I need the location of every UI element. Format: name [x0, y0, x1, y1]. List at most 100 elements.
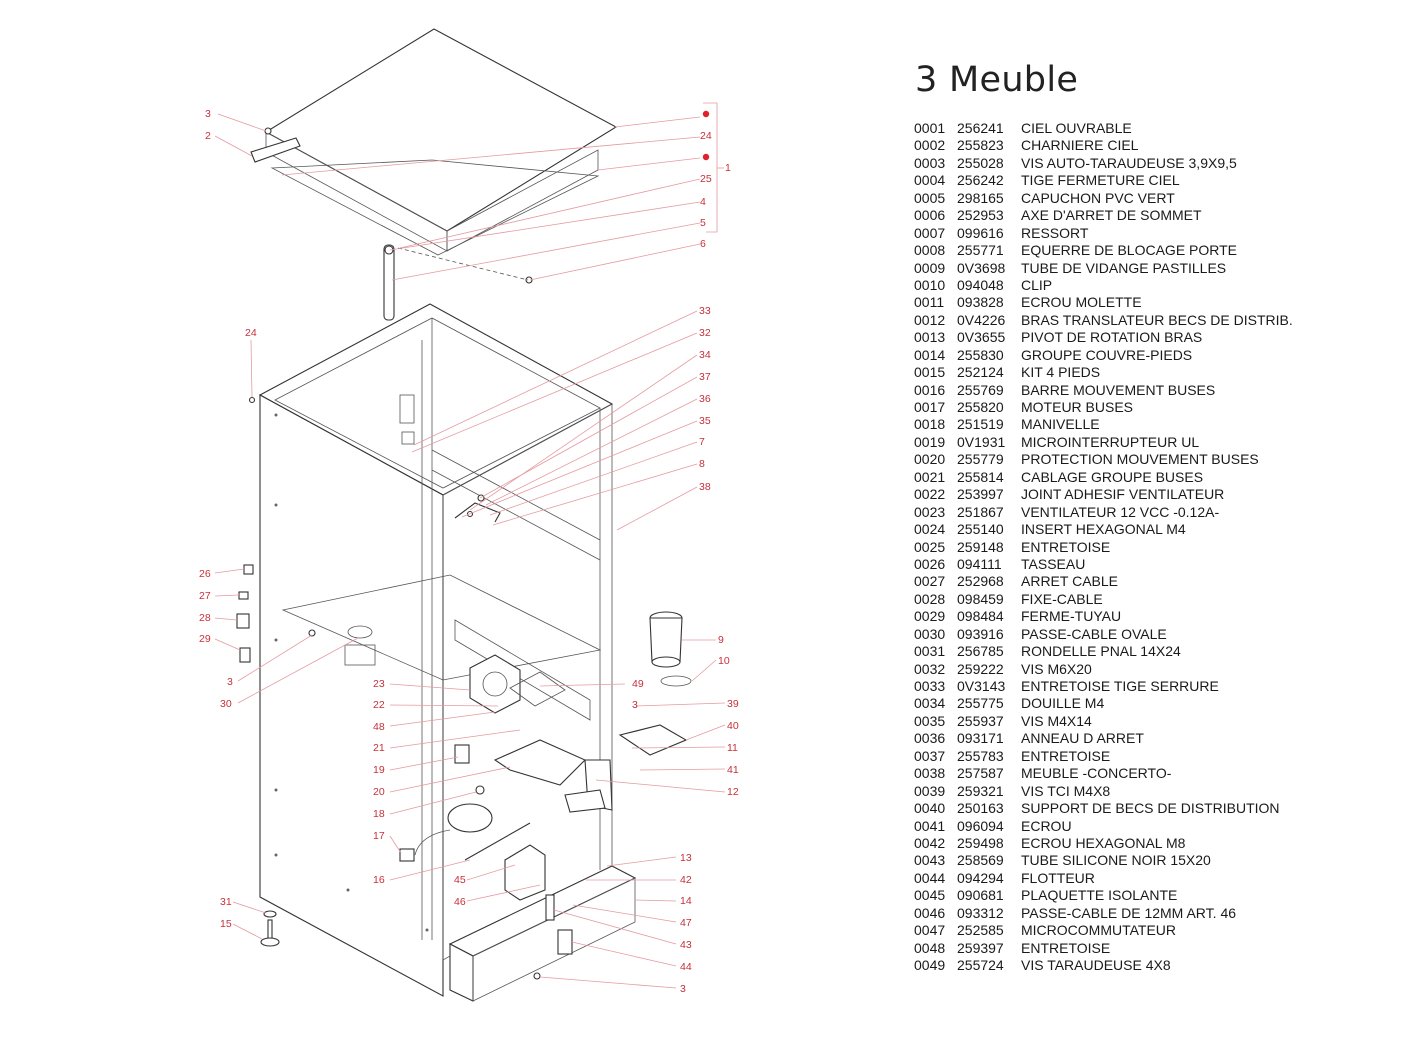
part-description: PIVOT DE ROTATION BRAS	[1021, 329, 1203, 346]
part-description: CABLAGE GROUPE BUSES	[1021, 468, 1204, 485]
part-number: 0026	[914, 555, 946, 572]
side-clips	[236, 564, 316, 663]
callout-27: 27	[199, 590, 211, 602]
callout-40: 40	[727, 720, 739, 732]
part-number: 0022	[914, 486, 946, 503]
part-row: 0026 094111 TASSEAU	[914, 556, 1394, 573]
callout-36: 36	[699, 393, 711, 405]
part-reference: 253997	[957, 486, 1004, 503]
callout-8: 8	[699, 458, 705, 470]
part-description: TUBE SILICONE NOIR 15X20	[1021, 852, 1211, 869]
part-description: VIS M4X14	[1021, 712, 1092, 729]
callout-13: 13	[680, 852, 692, 864]
callout-3: 3	[632, 699, 638, 711]
part-description: GROUPE COUVRE-PIEDS	[1021, 346, 1193, 363]
exploded-view-diagram: 3 2 24 25 4 5 6 1 24 33 32 34 37 36 35 7…	[199, 28, 739, 1002]
part-reference: 099616	[957, 224, 1004, 241]
part-description: TIGE FERMETURE CIEL	[1021, 172, 1180, 189]
part-number: 0044	[914, 869, 946, 886]
callout-30: 30	[220, 698, 232, 710]
part-description: BRAS TRANSLATEUR BECS DE DISTRIB.	[1021, 311, 1293, 328]
part-description: TASSEAU	[1021, 555, 1086, 572]
part-number: 0040	[914, 800, 946, 817]
callout-18: 18	[373, 808, 385, 820]
part-reference: 259148	[957, 538, 1004, 555]
part-number: 0031	[914, 643, 946, 660]
cabinet-body	[258, 303, 614, 997]
callout-19: 19	[373, 764, 385, 776]
callout-28: 28	[199, 612, 211, 624]
lid-top-panel	[264, 28, 618, 256]
part-reference: 0V4226	[957, 311, 1006, 328]
part-number: 0038	[914, 765, 946, 782]
part-description: PROTECTION MOUVEMENT BUSES	[1021, 451, 1259, 468]
part-number: 0035	[914, 712, 946, 729]
part-number: 0048	[914, 939, 946, 956]
part-description: VIS TARAUDEUSE 4X8	[1021, 957, 1171, 973]
part-number: 0045	[914, 887, 946, 904]
part-description: KIT 4 PIEDS	[1021, 364, 1101, 381]
callout-7: 7	[699, 436, 705, 448]
callout-34: 34	[699, 349, 711, 361]
part-description: FIXE-CABLE	[1021, 590, 1103, 607]
part-number: 0009	[914, 259, 946, 276]
part-description: BARRE MOUVEMENT BUSES	[1021, 381, 1216, 398]
part-number: 0029	[914, 608, 946, 625]
callout-20: 20	[373, 786, 385, 798]
part-reference: 255775	[957, 695, 1004, 712]
part-description: ECROU HEXAGONAL M8	[1021, 834, 1186, 851]
part-number: 0033	[914, 678, 946, 694]
callout-9: 9	[718, 634, 724, 646]
callout-38: 38	[699, 481, 711, 493]
part-description: PASSE-CABLE OVALE	[1021, 625, 1167, 642]
callout-32: 32	[699, 327, 711, 339]
part-reference: 093916	[957, 625, 1004, 642]
part-reference: 255937	[957, 712, 1004, 729]
part-description: FERME-TUYAU	[1021, 608, 1122, 625]
part-reference: 259397	[957, 939, 1004, 956]
part-reference: 094111	[957, 555, 1002, 572]
part-reference: 098484	[957, 608, 1004, 625]
part-number: 0027	[914, 573, 946, 590]
callout-labels: 3 2 24 25 4 5 6 1 24 33 32 34 37 36 35 7…	[199, 108, 739, 995]
part-reference: 255771	[957, 242, 1004, 259]
part-number: 0018	[914, 416, 946, 433]
part-reference: 096094	[957, 817, 1004, 834]
part-number: 0037	[914, 747, 946, 764]
callout-47: 47	[680, 917, 692, 929]
part-description: MICROINTERRUPTEUR UL	[1021, 433, 1200, 450]
part-reference: 252968	[957, 573, 1004, 590]
callout-23: 23	[373, 678, 385, 690]
part-description: CHARNIERE CIEL	[1021, 137, 1139, 154]
part-description: ENTRETOISE	[1021, 538, 1111, 555]
part-number: 0036	[914, 730, 946, 747]
part-description: ENTRETOISE TIGE SERRURE	[1021, 678, 1219, 694]
part-number: 0012	[914, 311, 946, 328]
part-number: 0041	[914, 817, 946, 834]
part-reference: 093312	[957, 904, 1004, 921]
part-number: 0011	[914, 294, 945, 311]
part-description: TUBE DE VIDANGE PASTILLES	[1021, 259, 1227, 276]
part-number: 0016	[914, 381, 946, 398]
marker-dot	[702, 110, 710, 118]
part-description: DOUILLE M4	[1021, 695, 1105, 712]
part-number: 0024	[914, 521, 946, 538]
part-number: 0005	[914, 189, 946, 206]
part-description: MOTEUR BUSES	[1021, 399, 1134, 415]
